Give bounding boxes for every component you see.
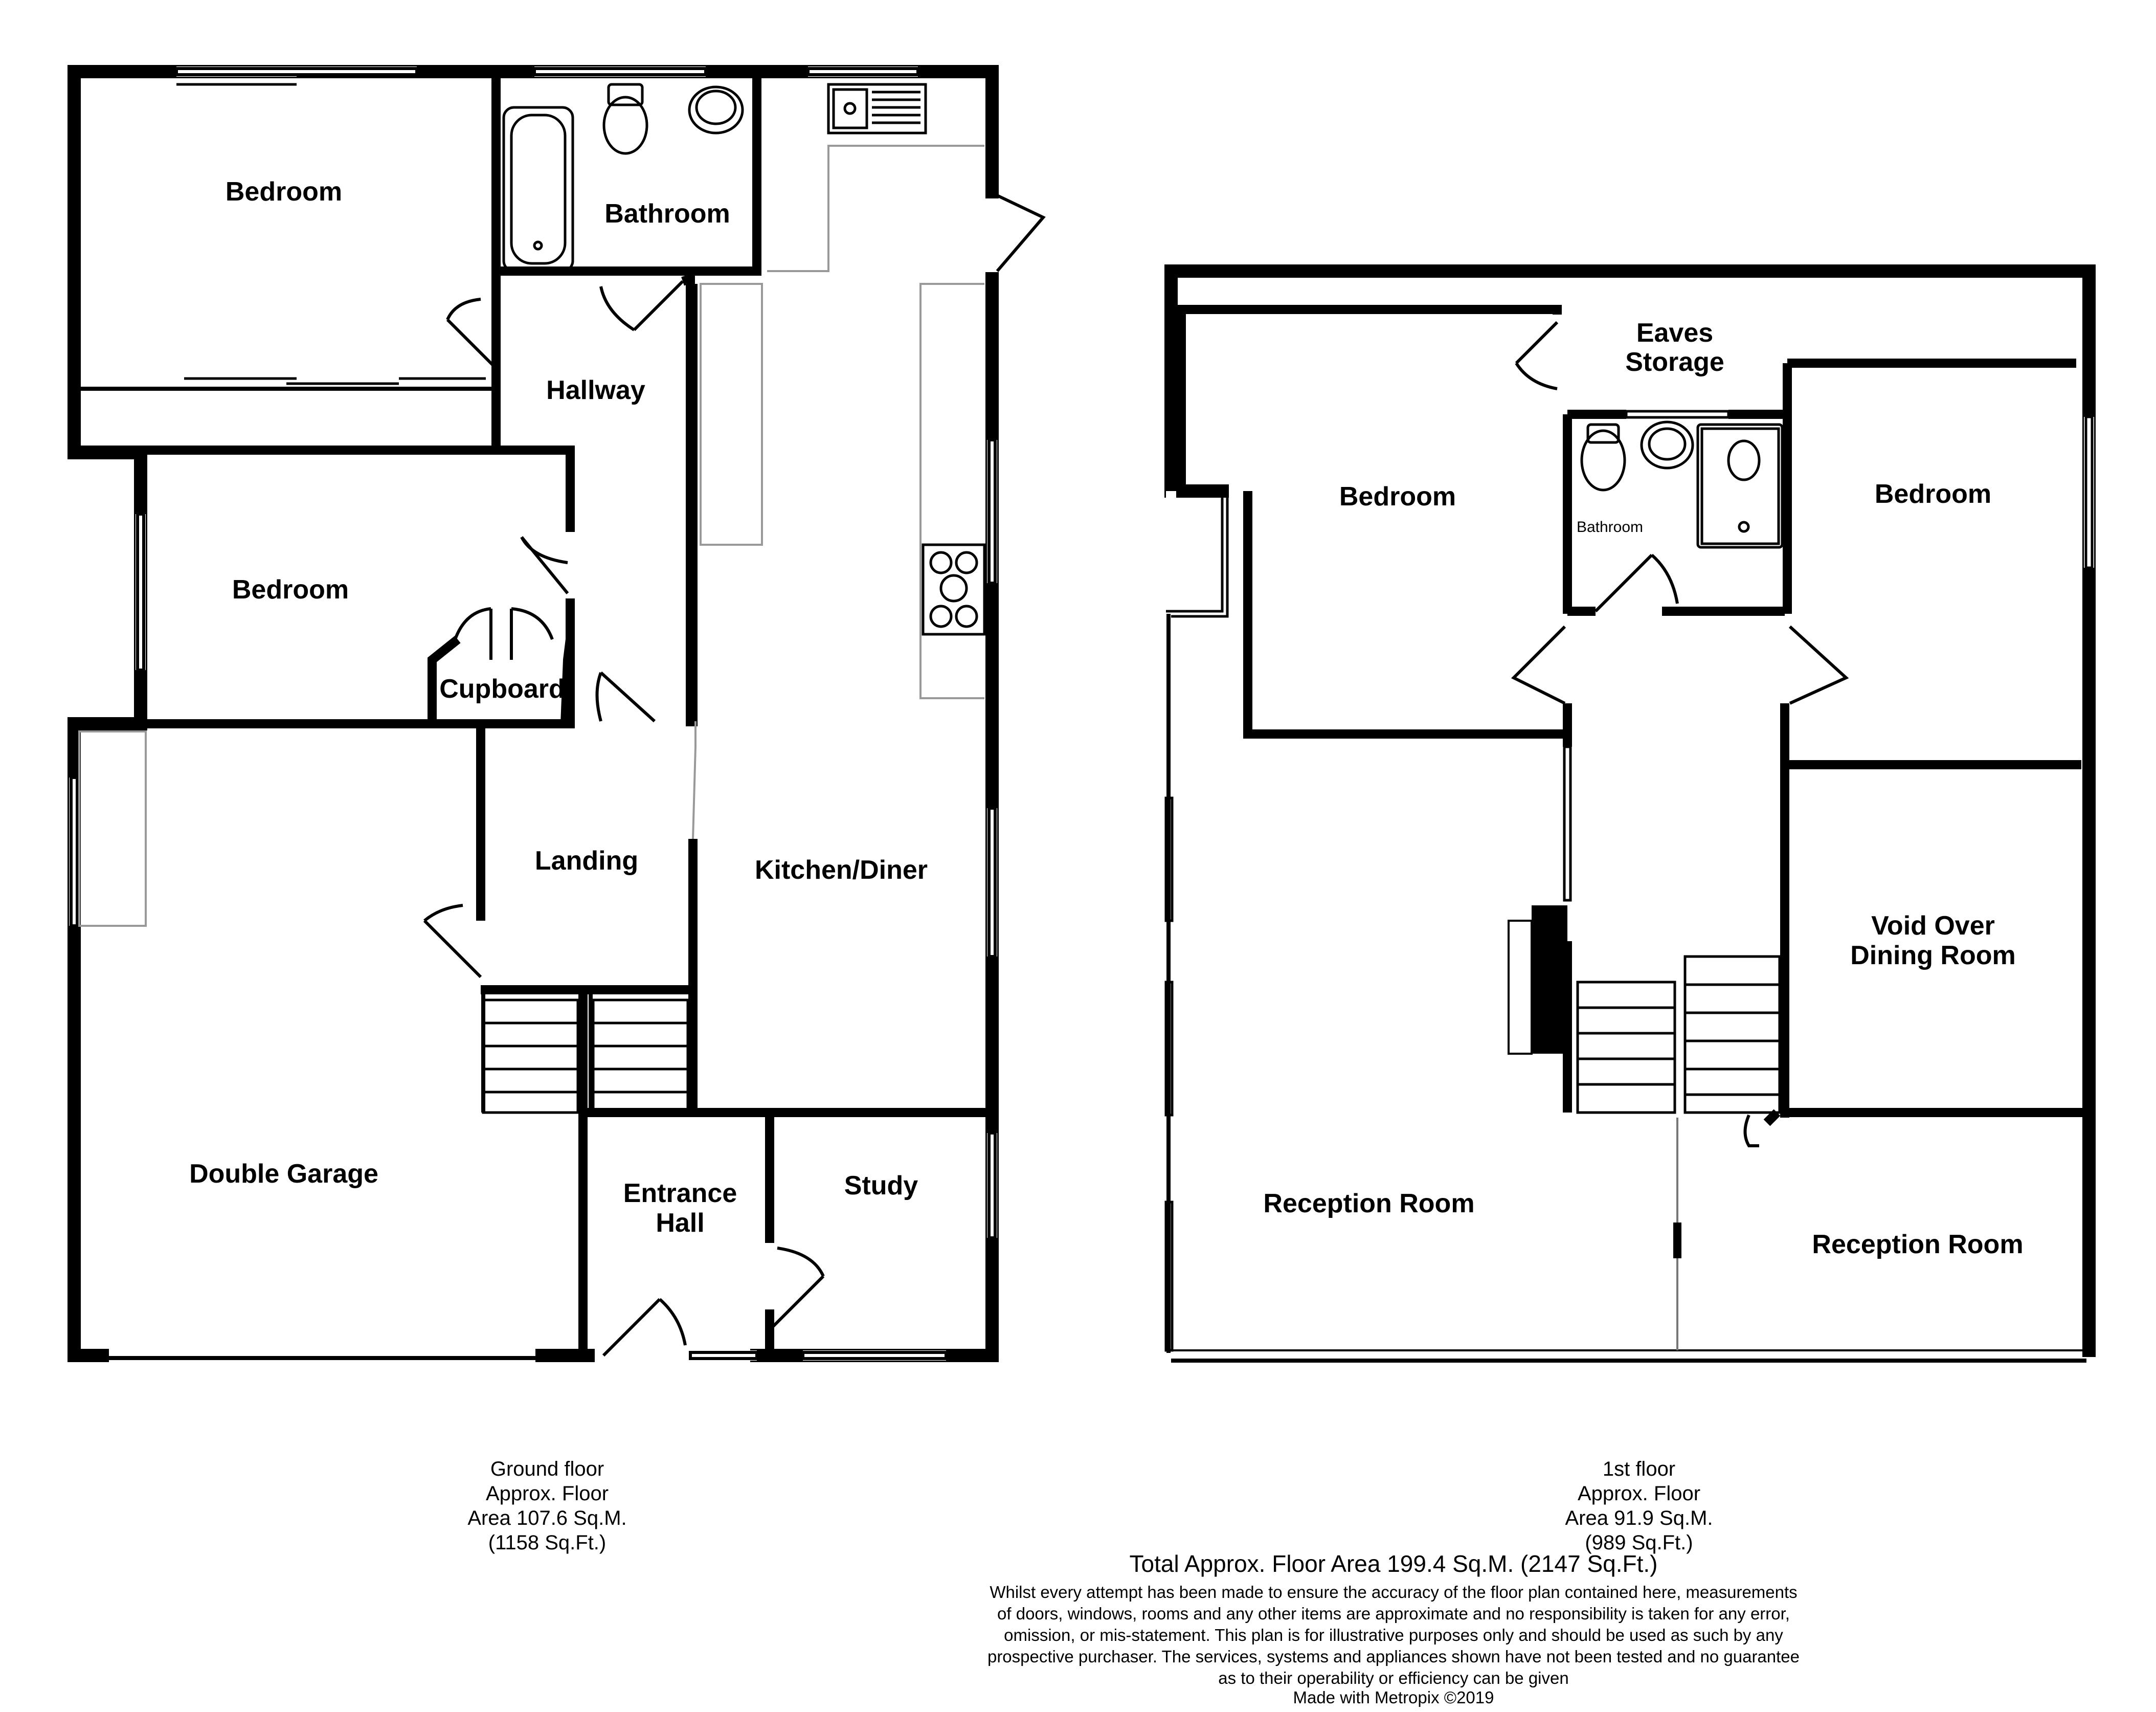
ground-floor-doors xyxy=(423,190,1046,1357)
kitchen-hob xyxy=(922,543,986,636)
room-label-first-floor-bathroom: Bathroom xyxy=(1577,519,1643,536)
room-label-reception-right: Reception Room xyxy=(1812,1230,2023,1259)
room-label-cupboard: Cupboard xyxy=(439,674,565,704)
ground-floor-caption-line2: Approx. Floor xyxy=(485,1482,609,1505)
room-label-kitchen-diner: Kitchen/Diner xyxy=(755,855,928,885)
disclaimer-line: as to their operability or efficiency ca… xyxy=(1218,1669,1569,1687)
disclaimer-line: omission, or mis-statement. This plan is… xyxy=(1004,1626,1783,1644)
first-floor-caption-line4: (989 Sq.Ft.) xyxy=(1585,1531,1693,1554)
total-floor-area: Total Approx. Floor Area 199.4 Sq.M. (21… xyxy=(1129,1550,1658,1577)
metropix-credit: Made with Metropix ©2019 xyxy=(1293,1688,1494,1707)
room-label-bedroom-2: Bedroom xyxy=(232,575,349,605)
room-label-reception-left: Reception Room xyxy=(1263,1189,1474,1218)
kitchen-worktops xyxy=(78,145,984,927)
room-label-eaves-line2: Storage xyxy=(1625,347,1724,377)
room-label-bedroom-1: Bedroom xyxy=(226,177,342,207)
first-floor-doors xyxy=(1511,321,1849,1350)
room-label-void-line2: Dining Room xyxy=(1850,941,2016,970)
first-floor-interior-walls xyxy=(1174,305,2086,1126)
room-labels: Bedroom Bathroom Hallway Bedroom Cupboar… xyxy=(189,177,2024,1259)
ground-floor-plan xyxy=(68,65,1046,1362)
first-floor-stairs xyxy=(1576,955,1781,1114)
fireplace xyxy=(1508,905,1567,1055)
room-label-landing: Landing xyxy=(535,846,638,876)
first-floor-caption-line2: Approx. Floor xyxy=(1577,1482,1701,1505)
first-floor-caption: 1st floor Approx. Floor Area 91.9 Sq.M. … xyxy=(1521,1457,1757,1555)
first-floor-window-gaps xyxy=(1166,409,2094,614)
first-floor-bathroom-fixtures xyxy=(1580,420,1784,549)
room-label-entrance-hall-line1: Entrance xyxy=(623,1179,737,1208)
disclaimer: Whilst every attempt has been made to en… xyxy=(910,1582,1877,1689)
ground-floor-caption-line1: Ground floor xyxy=(490,1458,604,1480)
room-label-double-garage: Double Garage xyxy=(189,1159,378,1189)
first-floor-caption-line1: 1st floor xyxy=(1602,1458,1676,1480)
room-label-study: Study xyxy=(844,1171,918,1200)
ground-floor-fixtures xyxy=(502,83,927,273)
room-label-eaves-line1: Eaves xyxy=(1636,318,1713,348)
disclaimer-line: Whilst every attempt has been made to en… xyxy=(990,1583,1798,1602)
first-floor-plan xyxy=(1164,264,2096,1363)
room-label-bedroom-left: Bedroom xyxy=(1339,482,1456,512)
room-label-entrance-hall-line2: Hall xyxy=(656,1208,704,1238)
ground-floor-caption: Ground floor Approx. Floor Area 107.6 Sq… xyxy=(430,1457,665,1555)
room-label-bedroom-right: Bedroom xyxy=(1875,479,1991,509)
ground-floor-stairs xyxy=(482,998,689,1114)
ground-floor-interior-walls xyxy=(74,72,992,1355)
room-label-void-line1: Void Over xyxy=(1871,911,1995,941)
first-floor-windows xyxy=(1164,410,2094,1352)
first-floor-caption-line3: Area 91.9 Sq.M. xyxy=(1565,1507,1713,1529)
ground-floor-windows xyxy=(70,67,997,1360)
room-label-hallway: Hallway xyxy=(546,375,645,405)
ground-floor-caption-line3: Area 107.6 Sq.M. xyxy=(467,1507,627,1529)
disclaimer-line: of doors, windows, rooms and any other i… xyxy=(997,1604,1790,1623)
ground-floor-window-gaps xyxy=(69,66,997,1361)
wardrobe-doors xyxy=(176,75,486,385)
ground-floor-caption-line4: (1158 Sq.Ft.) xyxy=(488,1531,607,1554)
disclaimer-line: prospective purchaser. The services, sys… xyxy=(987,1647,1800,1666)
room-label-bathroom: Bathroom xyxy=(604,199,730,229)
